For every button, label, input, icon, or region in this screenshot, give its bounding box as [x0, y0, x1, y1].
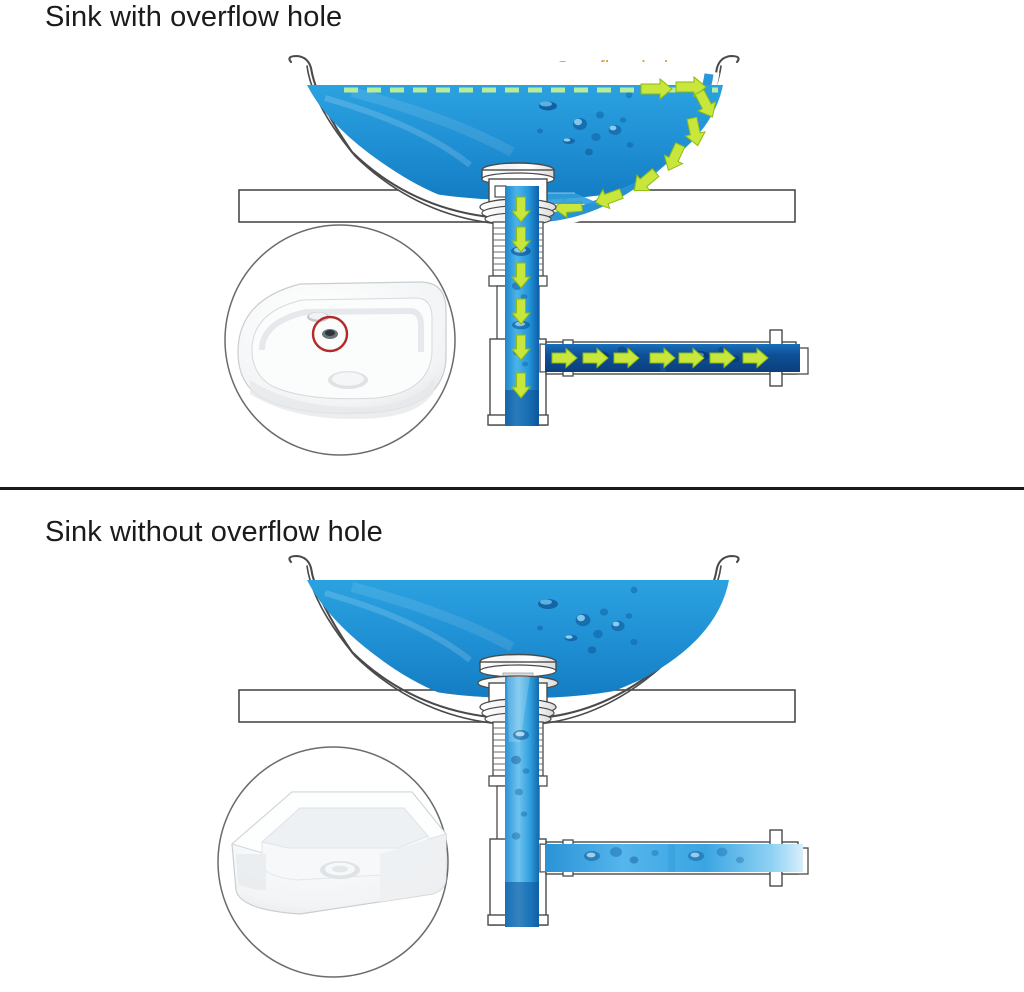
section-divider	[0, 487, 1024, 490]
overflow-hole-highlight-ring	[311, 315, 349, 353]
drain-flow-arrows	[510, 196, 532, 399]
page-title-with-overflow: Sink with overflow hole	[45, 1, 343, 33]
section-without-overflow: Sink without overflow hole	[0, 492, 1024, 992]
horizontal-pipe-water	[545, 844, 803, 872]
water-bubbles	[537, 586, 638, 654]
diagram-top-illustration	[0, 0, 1024, 488]
inset-basin-illustration	[237, 281, 447, 419]
water-bubbles	[537, 91, 634, 156]
bowl-water	[307, 85, 723, 200]
overflow-flow-arrows	[553, 75, 717, 219]
page-title-without-overflow: Sink without overflow hole	[45, 516, 383, 548]
inset-circle-round-basin	[224, 224, 456, 456]
inset-circle-rectangular-basin	[217, 746, 449, 978]
diagram-bottom-illustration	[0, 492, 1024, 992]
drain-water-column	[505, 677, 539, 927]
horizontal-flow-arrows	[551, 347, 769, 369]
section-with-overflow: Sink with overflow hole Overflow hole	[0, 0, 1024, 488]
inset-basin-illustration	[230, 791, 447, 915]
bowl-water	[307, 580, 729, 698]
